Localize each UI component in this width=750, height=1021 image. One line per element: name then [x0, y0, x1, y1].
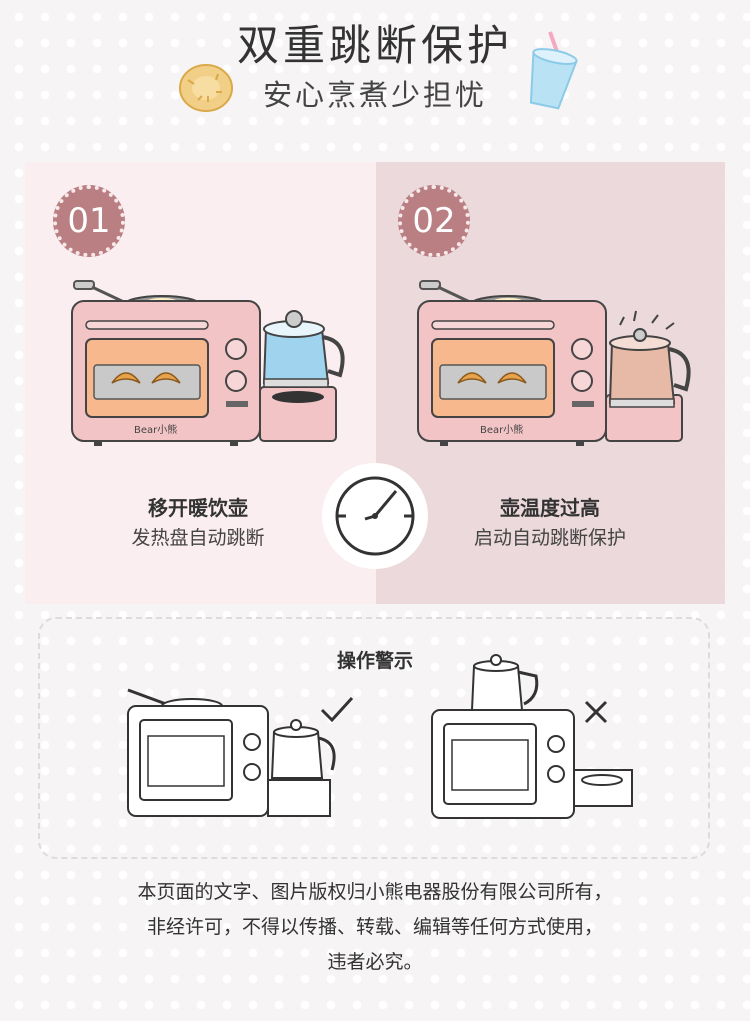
clock-icon [322, 463, 428, 569]
checkmark-icon [320, 696, 354, 723]
copyright-notice: 本页面的文字、图片版权归小熊电器股份有限公司所有， 非经许可，不得以传播、转载、… [0, 875, 750, 980]
warning-box [38, 617, 710, 859]
step-2-title: 壶温度过高 [500, 496, 600, 520]
brand-logo: Bear小熊 [134, 423, 177, 436]
hot-kettle-icon [608, 310, 691, 408]
kettle-icon [262, 310, 345, 388]
step-2-desc: 启动自动跳断保护 [473, 527, 626, 549]
copyright-line-3: 违者必究。 [327, 951, 423, 973]
cup-icon [529, 31, 578, 110]
page-title: 双重跳断保护 [236, 21, 513, 70]
step-1-badge: 01 [53, 185, 125, 257]
copyright-line-1: 本页面的文字、图片版权归小熊电器股份有限公司所有， [137, 881, 613, 903]
brand-logo: Bear小熊 [480, 423, 523, 436]
croissant-icon [457, 372, 527, 384]
oven-kettle-illustration-1: Bear小熊 [71, 280, 345, 446]
copyright-line-2: 非经许可，不得以传播、转载、编辑等任何方式使用， [146, 916, 603, 938]
step-1-desc: 发热盘自动跳断 [131, 527, 265, 549]
correct-usage-illustration [127, 688, 354, 817]
oven-kettle-illustration-2: Bear小熊 [417, 280, 691, 446]
cookie-icon [179, 64, 233, 112]
wrong-usage-illustration [431, 654, 633, 819]
kettle-icon [470, 654, 539, 711]
page-subtitle: 安心烹煮少担忧 [262, 78, 487, 112]
step-1-title: 移开暖饮壶 [148, 496, 248, 520]
step-2-badge: 02 [398, 185, 470, 257]
croissant-icon [111, 372, 181, 384]
cross-icon [584, 700, 608, 724]
warning-title: 操作警示 [336, 650, 413, 672]
kettle-icon [270, 719, 336, 779]
